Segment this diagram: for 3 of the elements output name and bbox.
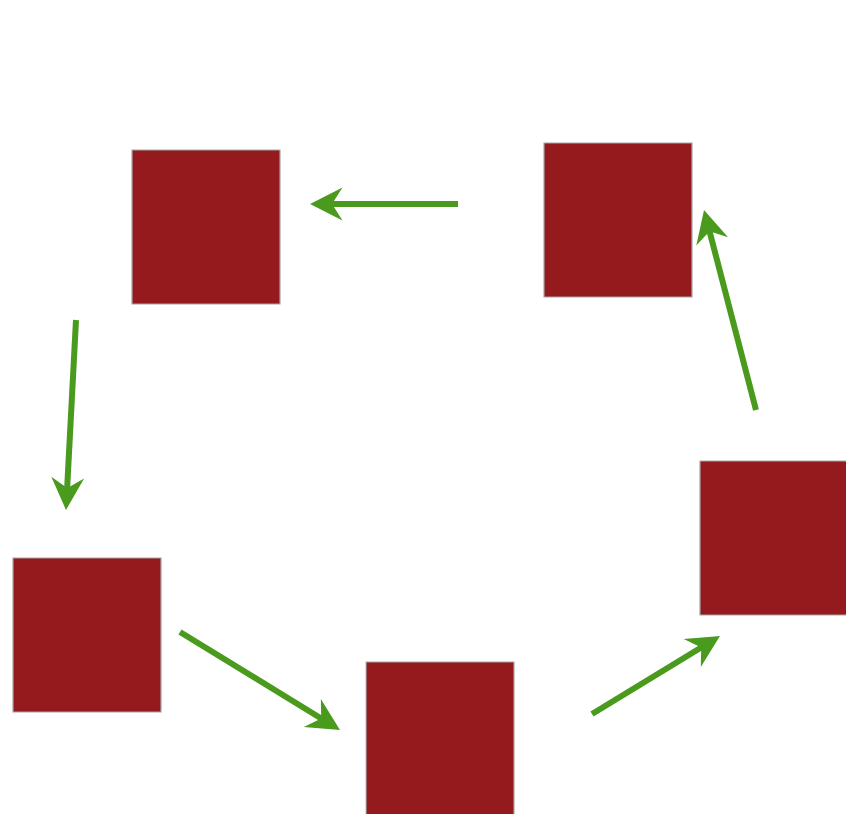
- square-box: [543, 142, 693, 298]
- square-box: [131, 149, 281, 305]
- square-box: [12, 557, 162, 713]
